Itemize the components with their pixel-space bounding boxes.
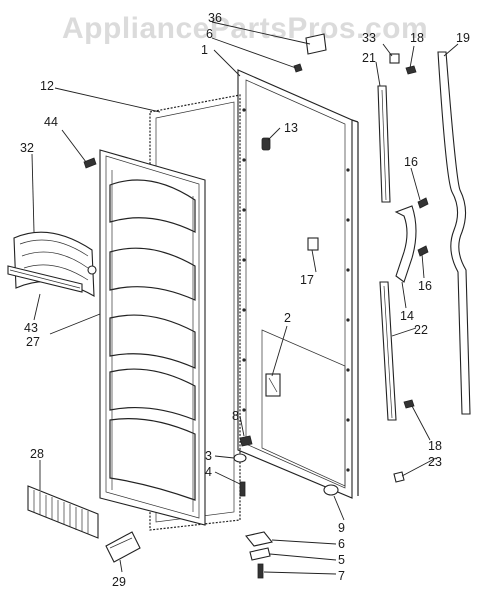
callout-29: 29	[112, 575, 126, 589]
callout-23: 23	[428, 455, 442, 469]
nut-33	[389, 53, 400, 64]
callout-14: 14	[400, 309, 414, 323]
screw-16-lower	[417, 245, 429, 257]
callout-1: 1	[201, 43, 208, 57]
bin-trim-strip	[7, 265, 83, 293]
callout-43: 43	[24, 321, 38, 335]
screw-4	[239, 481, 246, 497]
watermark-text: AppliancePartsPros.com	[62, 12, 429, 45]
callout-22: 22	[414, 323, 428, 337]
bottom-grille	[27, 485, 99, 539]
bottom-end-cap	[105, 531, 141, 563]
callout-2: 2	[284, 311, 291, 325]
callout-6-bottom: 6	[338, 537, 345, 551]
callout-36: 36	[208, 11, 222, 25]
callout-6-top: 6	[206, 27, 213, 41]
callout-17: 17	[300, 273, 314, 287]
callout-21: 21	[362, 51, 376, 65]
handle-trim-lower	[379, 281, 397, 421]
bushing-23	[393, 471, 405, 483]
hinge-6	[245, 531, 273, 547]
clip-17	[307, 237, 319, 251]
callout-12: 12	[40, 79, 54, 93]
screw-16-upper	[417, 197, 429, 209]
bushing-3	[233, 453, 247, 463]
callout-27: 27	[26, 335, 40, 349]
hinge-cam-9	[323, 484, 339, 496]
inner-door-liner	[99, 149, 206, 526]
callout-19: 19	[456, 31, 470, 45]
outer-door-panel	[237, 69, 359, 499]
handle-trim-upper	[377, 85, 391, 203]
screw-7	[257, 563, 264, 579]
door-handle	[437, 51, 471, 415]
callout-16-upper: 16	[404, 155, 418, 169]
bracket-2	[265, 373, 281, 397]
screw-18-bottom	[403, 399, 415, 409]
leader-lines	[31, 21, 459, 575]
callout-32: 32	[20, 141, 34, 155]
callout-13: 13	[284, 121, 298, 135]
hinge-5	[249, 547, 271, 561]
callout-28: 28	[30, 447, 44, 461]
washer-8	[239, 435, 253, 447]
callout-8: 8	[232, 409, 239, 423]
callout-9: 9	[338, 521, 345, 535]
callout-18-bottom: 18	[428, 439, 442, 453]
cap-36	[305, 33, 327, 55]
callout-5: 5	[338, 553, 345, 567]
door-bin	[13, 231, 97, 297]
screw-44	[83, 157, 97, 169]
callout-4: 4	[205, 465, 212, 479]
plug-6	[293, 63, 303, 73]
callout-33: 33	[362, 31, 376, 45]
callout-18-top: 18	[410, 31, 424, 45]
callout-labels: 36 33 1 6 18 19 21 12 13 44 32 16 16 17 …	[20, 11, 470, 589]
callout-7: 7	[338, 569, 345, 583]
callout-44: 44	[44, 115, 58, 129]
screw-13	[261, 137, 271, 151]
callout-16-lower: 16	[418, 279, 432, 293]
screw-18-top	[405, 65, 417, 75]
callout-3: 3	[205, 449, 212, 463]
handle-bracket	[394, 205, 417, 283]
